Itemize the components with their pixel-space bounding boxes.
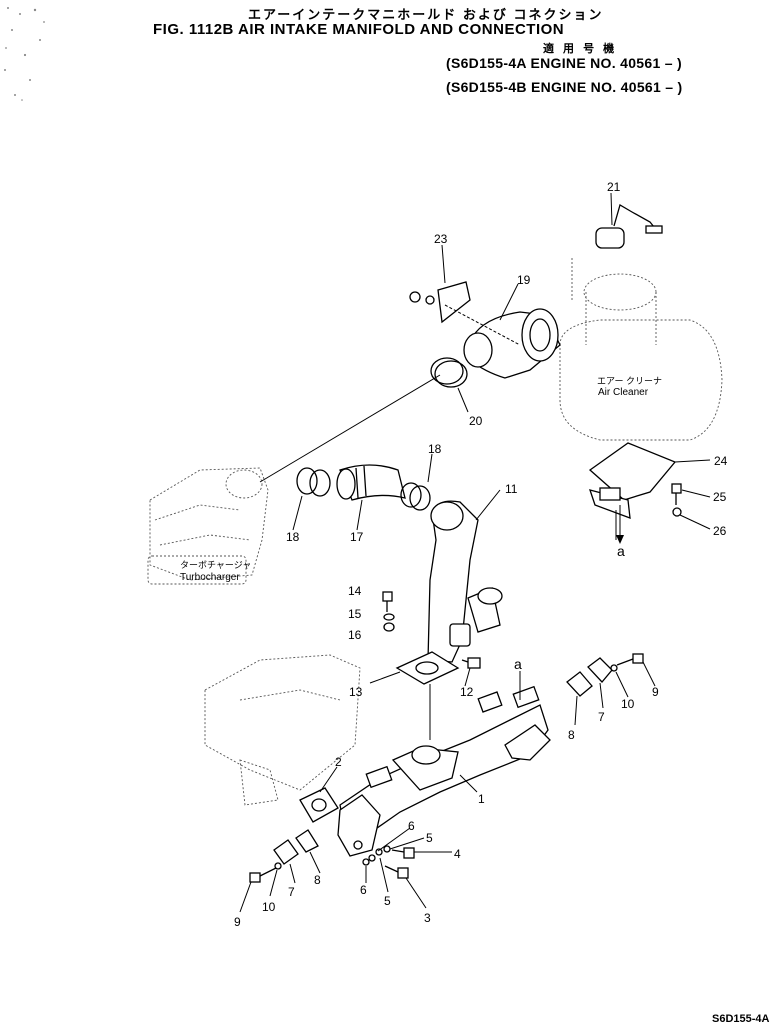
applicability-line-1: (S6D155-4A ENGINE NO. 40561 – )	[446, 55, 682, 71]
callout-17: 17	[350, 530, 364, 544]
callout-16: 16	[348, 628, 362, 642]
callout-6-lower: 6	[360, 883, 367, 897]
bolts-3-4-washers-5-6	[362, 845, 415, 879]
cover-7-right	[587, 657, 613, 683]
callout-8-right: 8	[568, 728, 575, 742]
callout-24: 24	[714, 454, 728, 468]
sensor-21	[595, 204, 663, 249]
ref-a-bottom: a	[617, 543, 625, 559]
engine-block-outline	[204, 654, 361, 806]
callout-25: 25	[713, 490, 727, 504]
figure-title: FIG. 1112B AIR INTAKE MANIFOLD AND CONNE…	[153, 21, 565, 38]
callout-14: 14	[348, 584, 362, 598]
clamp-ring-20	[430, 357, 468, 388]
diagram-code: S6D155-4A	[712, 1013, 770, 1025]
turbocharger-jp-label: ターボチャージャ	[180, 560, 251, 570]
callout-4: 4	[454, 847, 461, 861]
callout-1: 1	[478, 792, 485, 806]
callout-26: 26	[713, 524, 727, 538]
washer-26	[672, 507, 682, 517]
cap-component	[467, 587, 503, 633]
callout-15: 15	[348, 607, 362, 621]
rings-18-left	[296, 467, 331, 497]
gasket-2	[299, 787, 339, 823]
callout-21: 21	[607, 180, 621, 194]
callout-9-right: 9	[652, 685, 659, 699]
callout-20: 20	[469, 414, 483, 428]
bolt-9-right	[616, 653, 644, 666]
applicable-models-label: 適 用 号 機	[543, 43, 618, 55]
bracket-23	[409, 281, 521, 346]
manifold-1	[337, 685, 551, 857]
turbocharger-label: Turbocharger	[180, 572, 240, 583]
callout-23: 23	[434, 232, 448, 246]
callout-7-right: 7	[598, 710, 605, 724]
bolt-25	[671, 483, 682, 505]
callout-5-upper: 5	[426, 831, 433, 845]
bolt-9-left	[249, 867, 277, 883]
callout-18-upper: 18	[428, 442, 442, 456]
hose-17	[336, 464, 406, 501]
callout-9-left: 9	[234, 915, 241, 929]
callout-6-upper: 6	[408, 819, 415, 833]
callout-5-lower: 5	[384, 894, 391, 908]
washer-10-left	[274, 862, 282, 870]
gasket-8-left	[295, 829, 319, 853]
pipe-11	[427, 500, 479, 663]
japanese-title: エアーインテークマニホールド および コネクション	[248, 7, 604, 22]
callout-11: 11	[505, 482, 518, 496]
callout-2: 2	[335, 755, 342, 769]
callout-13: 13	[349, 685, 363, 699]
washer-10-right	[610, 664, 618, 672]
rings-18-right	[400, 482, 431, 511]
mounting-bracket-24	[588, 442, 677, 540]
air-cleaner-outline	[559, 258, 723, 441]
bolt-12	[461, 657, 481, 669]
callout-7-left: 7	[288, 885, 295, 899]
ref-a-arrow	[616, 505, 624, 544]
callout-8-left: 8	[314, 873, 321, 887]
callout-labels: 21 23 19 20 18 24 11 25 26 18 17 14 15 1…	[234, 180, 728, 929]
turbocharger-outline	[147, 467, 269, 585]
leader-lines	[239, 192, 711, 913]
air-cleaner-label: Air Cleaner	[598, 387, 649, 398]
callout-12: 12	[460, 685, 474, 699]
cover-7-left	[273, 839, 299, 865]
callout-18-lower: 18	[286, 530, 300, 544]
fasteners-14-15-16	[382, 591, 395, 632]
callout-19: 19	[517, 273, 531, 287]
gasket-13	[395, 651, 460, 685]
elbow-19	[463, 308, 561, 379]
callout-10-left: 10	[262, 900, 276, 914]
air-cleaner-jp-label: エアー クリーナ	[597, 376, 662, 386]
applicability-line-2: (S6D155-4B ENGINE NO. 40561 – )	[446, 79, 683, 95]
callout-10-right: 10	[621, 697, 635, 711]
callout-3: 3	[424, 911, 431, 925]
scan-noise	[4, 7, 45, 101]
gasket-8-right	[566, 671, 593, 697]
ref-a-top: a	[514, 656, 522, 672]
